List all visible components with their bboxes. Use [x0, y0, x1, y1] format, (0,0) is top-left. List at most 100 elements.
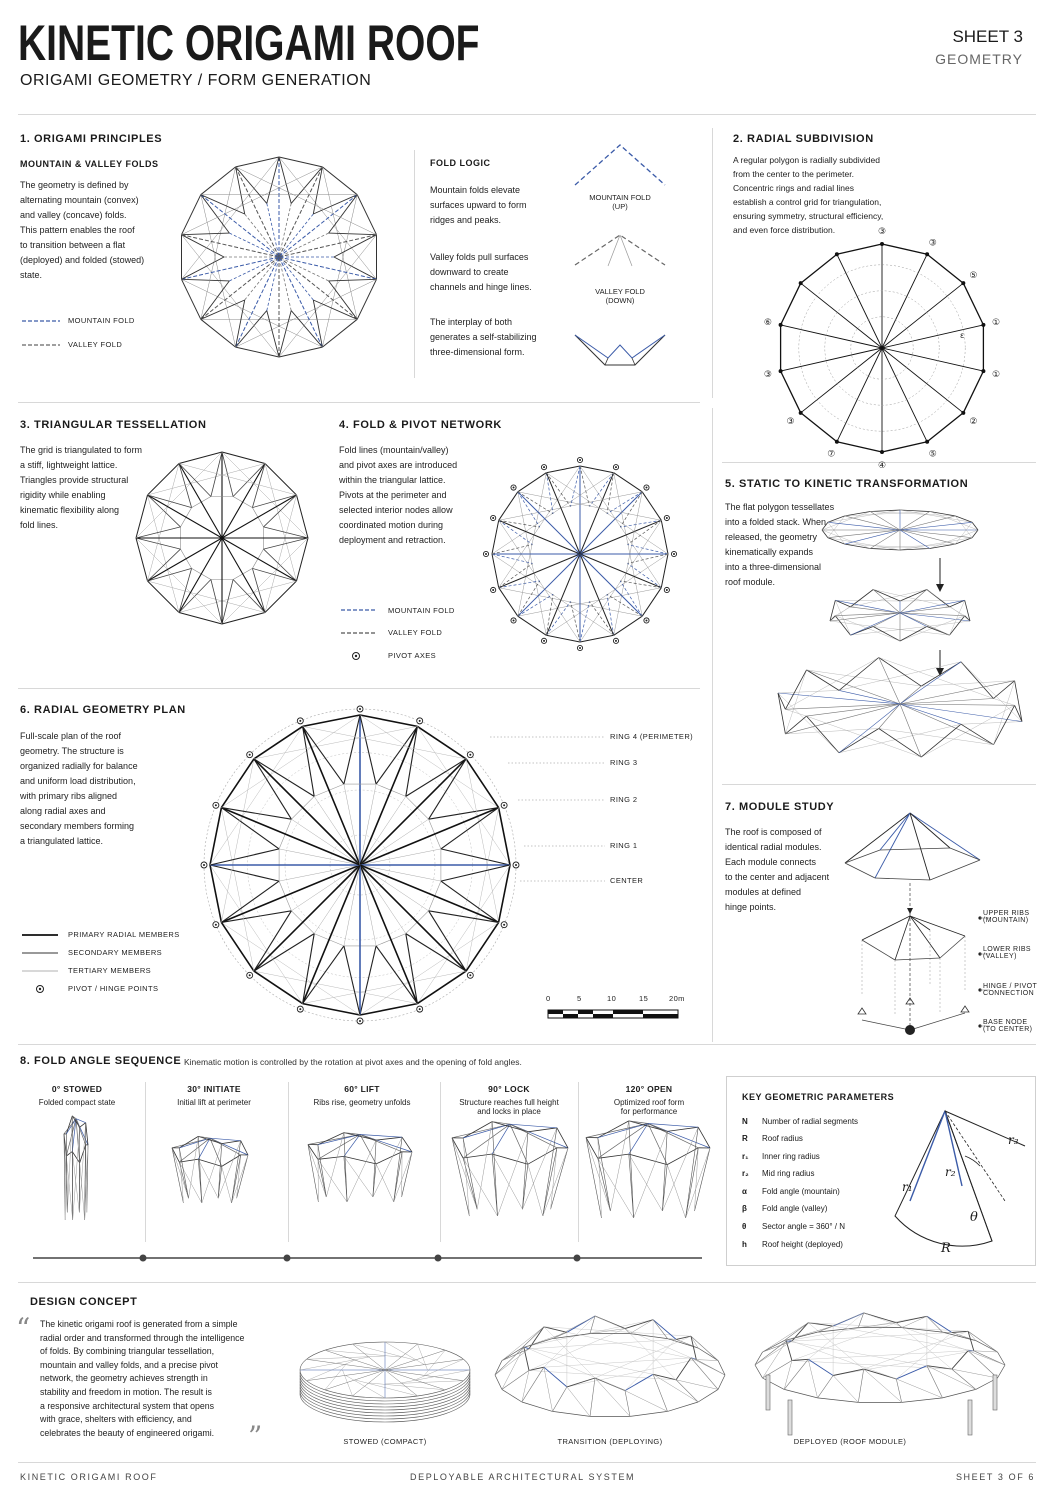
module-edge: [894, 957, 941, 961]
stage-0: [79, 1122, 86, 1128]
stage-60: [317, 1156, 344, 1160]
tertiary-member: [279, 848, 361, 866]
pivot-point-center: [418, 719, 421, 722]
stage-30: [171, 1147, 180, 1163]
deployed-lattice: [783, 1360, 793, 1390]
perimeter-edge: [613, 615, 643, 636]
module-edge: [879, 847, 951, 851]
lattice-line: [266, 310, 280, 358]
stage-60: [307, 1144, 327, 1198]
transition-lattice: [501, 1326, 545, 1361]
step-90-label: 90° LOCK: [488, 1084, 530, 1094]
module-edge: [949, 847, 981, 861]
stage-90: [462, 1137, 478, 1210]
transition-lattice: [543, 1367, 553, 1412]
deployed-lattice: [808, 1350, 969, 1360]
section-1-title: 1. ORIGAMI PRINCIPLES: [20, 133, 163, 145]
tertiary-member: [359, 922, 499, 1016]
stage-120: [628, 1123, 649, 1155]
radial-line: [881, 324, 984, 349]
triangular-tessellation-diagram: [135, 451, 309, 625]
pivot-point-center: [299, 1008, 302, 1011]
stowed-fold: [306, 1359, 355, 1381]
pivot-point-center: [214, 804, 217, 807]
lattice-line: [235, 310, 268, 348]
legend-pivot: PIVOT / HINGE POINTS: [68, 984, 159, 993]
stage-30: [221, 1154, 241, 1167]
lattice-line: [181, 278, 230, 282]
upper-rib: [874, 812, 911, 879]
radial-fold: [278, 234, 377, 258]
lattice-line: [147, 494, 192, 508]
deployed-lattice: [784, 1325, 834, 1341]
radial-fold: [278, 256, 377, 280]
flat-stage: [971, 529, 979, 538]
segment-marker: ④: [878, 461, 886, 471]
deployed-stage: [960, 721, 1023, 725]
section-5-title: 5. STATIC TO KINETIC TRANSFORMATION: [725, 478, 969, 490]
deployed-lattice: [762, 1340, 787, 1379]
transition-lattice: [652, 1319, 677, 1340]
transition-lattice: [696, 1359, 719, 1361]
pivot-point-center: [359, 1020, 361, 1022]
stage-60: [317, 1134, 361, 1146]
deployed-stage: [806, 669, 922, 687]
deployed-stage: [920, 661, 962, 687]
module-study-diagram: [844, 812, 990, 1035]
radial-member: [545, 553, 581, 636]
radial-member: [221, 494, 297, 539]
legend-mountain-fold: MOUNTAIN FOLD: [68, 316, 135, 325]
transition-lattice: [494, 1360, 503, 1376]
sheet-number: SHEET 3: [952, 27, 1023, 46]
stowed-fold: [324, 1369, 386, 1391]
transition-lattice: [523, 1346, 654, 1375]
stage-120: [585, 1137, 602, 1219]
valley-fold: [606, 593, 643, 617]
stage-120: [628, 1120, 649, 1124]
tertiary-member: [359, 864, 377, 946]
transition-lattice: [697, 1347, 719, 1361]
stowed-fold: [384, 1380, 464, 1385]
folded-stage: [899, 600, 965, 602]
stage-0: [65, 1115, 73, 1135]
deployed-stage: [777, 692, 786, 734]
radial-member: [579, 553, 643, 617]
lattice-line: [278, 156, 292, 204]
vertex-node: [880, 450, 884, 454]
lattice-line: [313, 194, 358, 215]
pivot-point-center: [469, 753, 472, 756]
perimeter-edge: [926, 412, 964, 443]
inner-fold: [244, 213, 280, 258]
radial-member: [498, 553, 581, 589]
flat-stage: [827, 522, 901, 531]
stage-120: [628, 1153, 663, 1212]
r1-label: r₁: [902, 1180, 913, 1194]
perimeter-edge: [296, 537, 309, 582]
deployed-lattice: [786, 1340, 927, 1366]
stage-30: [209, 1137, 241, 1142]
upper-rib: [909, 812, 951, 849]
pivot-point-center: [299, 719, 302, 722]
stage-60: [401, 1151, 403, 1198]
tertiary-member: [209, 726, 303, 866]
stage-30: [209, 1138, 223, 1167]
stowed-fold: [352, 1343, 416, 1361]
theta-label: θ: [970, 1210, 978, 1225]
perimeter-edge: [579, 634, 614, 643]
footer-left: KINETIC ORIGAMI ROOF: [20, 1472, 158, 1482]
pivot-point-center: [665, 588, 668, 591]
deployed-lattice: [808, 1322, 864, 1370]
pivot-point-center: [579, 647, 581, 649]
stage-30: [209, 1137, 222, 1144]
pivot-point-center: [543, 466, 546, 469]
section-8-description: Kinematic motion is controlled by the ro…: [184, 1057, 522, 1067]
timeline-node: [573, 1254, 581, 1262]
transition-lattice: [528, 1328, 626, 1371]
flat-stage: [899, 509, 930, 512]
stage-120: [628, 1153, 668, 1165]
valley-fold: [589, 601, 614, 636]
transition-lattice: [566, 1386, 591, 1417]
stage-90: [462, 1123, 511, 1159]
transition-lattice: [624, 1390, 631, 1417]
step-30-caption: Initial lift at perimeter: [177, 1098, 251, 1107]
